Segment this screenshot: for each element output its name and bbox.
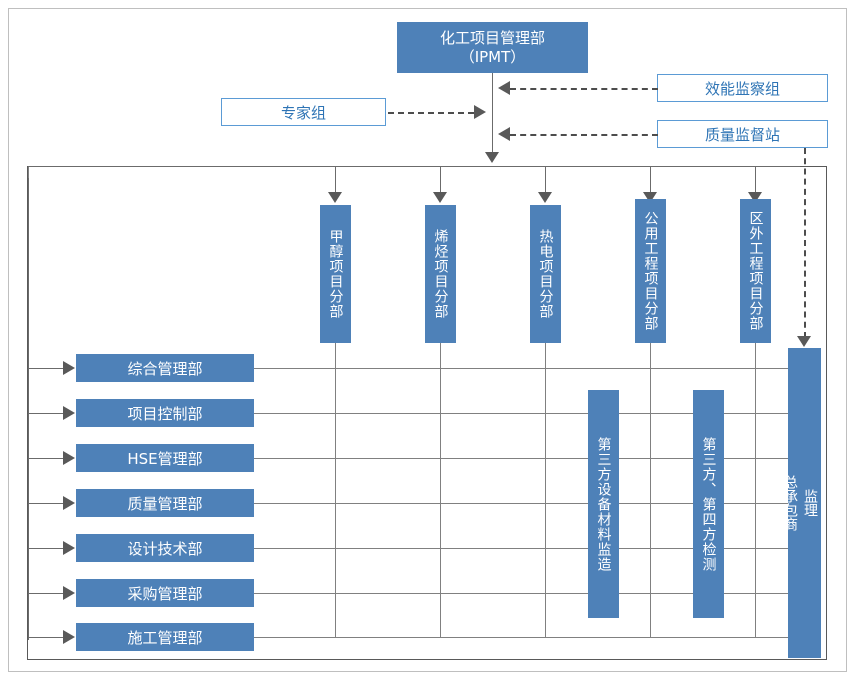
functional-dept-arrow-2 bbox=[63, 406, 75, 420]
functional-dept-label-quality-management: 质量管理部 bbox=[127, 494, 203, 513]
quality-supervision-label: 质量监督站 bbox=[704, 125, 780, 144]
functional-dept-arrow-4 bbox=[63, 496, 75, 510]
functional-dept-lead-3 bbox=[28, 458, 65, 459]
functional-dept-rail-7 bbox=[254, 637, 805, 638]
project-dept-box-olefin[interactable]: 烯烃项目分部 bbox=[425, 205, 456, 343]
project-drop-line-1 bbox=[335, 166, 336, 194]
functional-dept-rail-4 bbox=[254, 503, 805, 504]
functional-dept-arrow-5 bbox=[63, 541, 75, 555]
functional-dept-box-quality-management[interactable]: 质量管理部 bbox=[76, 489, 254, 517]
functional-dept-label-construction: 施工管理部 bbox=[127, 628, 203, 647]
project-dept-label-offsite: 区外工程项目分部 bbox=[747, 211, 764, 331]
functional-dept-label-procurement: 采购管理部 bbox=[127, 584, 203, 603]
functional-dept-box-procurement[interactable]: 采购管理部 bbox=[76, 579, 254, 607]
functional-dept-arrow-1 bbox=[63, 361, 75, 375]
quality-supervision-drop-line bbox=[804, 148, 806, 338]
project-dept-box-methanol[interactable]: 甲醇项目分部 bbox=[320, 205, 351, 343]
third-party-label-testing: 第三方、第四方检测 bbox=[700, 436, 717, 572]
functional-dept-lead-5 bbox=[28, 548, 65, 549]
page-border bbox=[8, 8, 847, 672]
third-party-box-equipment-inspection[interactable]: 第三方设备材料监造 bbox=[588, 390, 619, 618]
expert-group-label: 专家组 bbox=[280, 103, 326, 122]
project-dept-label-utility: 公用工程项目分部 bbox=[642, 211, 659, 331]
efficiency-supervision-arrowhead bbox=[498, 81, 510, 95]
project-dept-label-methanol: 甲醇项目分部 bbox=[327, 229, 344, 319]
functional-dept-label-design-technology: 设计技术部 bbox=[127, 539, 203, 558]
quality-supervision-arrowhead bbox=[498, 127, 510, 141]
bus-left-riser bbox=[28, 166, 29, 178]
project-drop-arrow-2 bbox=[433, 192, 447, 203]
project-dept-label-olefin: 烯烃项目分部 bbox=[432, 229, 449, 319]
functional-dept-rail-6 bbox=[254, 593, 805, 594]
expert-group-box[interactable]: 专家组 bbox=[221, 98, 386, 126]
grid-column-line-3 bbox=[545, 343, 546, 637]
functional-dept-lead-1 bbox=[28, 368, 65, 369]
project-dept-label-thermal: 热电项目分部 bbox=[537, 229, 554, 319]
supervision-contractor-box[interactable]: 监理 总承包商 bbox=[782, 348, 821, 658]
ipmt-box[interactable]: 化工项目管理部 （IPMT） bbox=[397, 22, 588, 73]
ipmt-title-line1: 化工项目管理部 bbox=[439, 28, 545, 47]
project-drop-arrow-1 bbox=[328, 192, 342, 203]
functional-dept-arrow-7 bbox=[63, 630, 75, 644]
project-drop-arrow-4 bbox=[643, 192, 657, 203]
functional-dept-rail-1 bbox=[254, 368, 805, 369]
functional-dept-rail-3 bbox=[254, 458, 805, 459]
functional-dept-arrow-6 bbox=[63, 586, 75, 600]
functional-dept-label-project-control: 项目控制部 bbox=[127, 404, 203, 423]
distribution-bus bbox=[28, 166, 800, 167]
functional-dept-arrow-3 bbox=[63, 451, 75, 465]
third-party-box-testing[interactable]: 第三方、第四方检测 bbox=[693, 390, 724, 618]
efficiency-supervision-connector bbox=[510, 88, 658, 90]
expert-group-connector bbox=[388, 112, 474, 114]
functional-dept-rail-5 bbox=[254, 548, 805, 549]
efficiency-supervision-box[interactable]: 效能监察组 bbox=[657, 74, 828, 102]
grid-column-line-2 bbox=[440, 343, 441, 637]
ipmt-stem-arrow bbox=[485, 152, 499, 163]
project-drop-line-2 bbox=[440, 166, 441, 194]
functional-dept-rail-2 bbox=[254, 413, 805, 414]
project-dept-box-utility[interactable]: 公用工程项目分部 bbox=[635, 199, 666, 343]
project-drop-line-3 bbox=[545, 166, 546, 194]
functional-dept-lead-4 bbox=[28, 503, 65, 504]
ipmt-stem-line bbox=[492, 73, 493, 155]
grid-column-line-4 bbox=[650, 343, 651, 637]
project-drop-arrow-3 bbox=[538, 192, 552, 203]
project-drop-line-5 bbox=[755, 166, 756, 194]
third-party-label-equipment-inspection: 第三方设备材料监造 bbox=[595, 436, 612, 572]
grid-column-line-1 bbox=[335, 343, 336, 637]
ipmt-title-line2: （IPMT） bbox=[459, 47, 526, 66]
general-contractor-label: 总承包商 bbox=[782, 475, 798, 531]
functional-dept-box-project-control[interactable]: 项目控制部 bbox=[76, 399, 254, 427]
expert-group-arrowhead bbox=[474, 105, 486, 119]
efficiency-supervision-label: 效能监察组 bbox=[704, 79, 780, 98]
quality-supervision-connector bbox=[510, 134, 658, 136]
functional-dept-lead-7 bbox=[28, 637, 65, 638]
supervision-label: 监理 bbox=[802, 489, 818, 517]
project-dept-box-thermal[interactable]: 热电项目分部 bbox=[530, 205, 561, 343]
functional-dept-label-general-management: 综合管理部 bbox=[127, 359, 203, 378]
functional-dept-box-construction[interactable]: 施工管理部 bbox=[76, 623, 254, 651]
quality-supervision-box[interactable]: 质量监督站 bbox=[657, 120, 828, 148]
project-drop-arrow-5 bbox=[748, 192, 762, 203]
functional-dept-box-design-technology[interactable]: 设计技术部 bbox=[76, 534, 254, 562]
functional-dept-label-hse: HSE管理部 bbox=[127, 449, 203, 468]
quality-supervision-drop-arrow bbox=[797, 336, 811, 347]
functional-dept-lead-6 bbox=[28, 593, 65, 594]
functional-dept-box-hse[interactable]: HSE管理部 bbox=[76, 444, 254, 472]
project-drop-line-4 bbox=[650, 166, 651, 194]
functional-dept-box-general-management[interactable]: 综合管理部 bbox=[76, 354, 254, 382]
functional-dept-lead-2 bbox=[28, 413, 65, 414]
grid-column-line-5 bbox=[755, 343, 756, 637]
functional-dept-spine bbox=[28, 178, 29, 640]
project-dept-box-offsite[interactable]: 区外工程项目分部 bbox=[740, 199, 771, 343]
